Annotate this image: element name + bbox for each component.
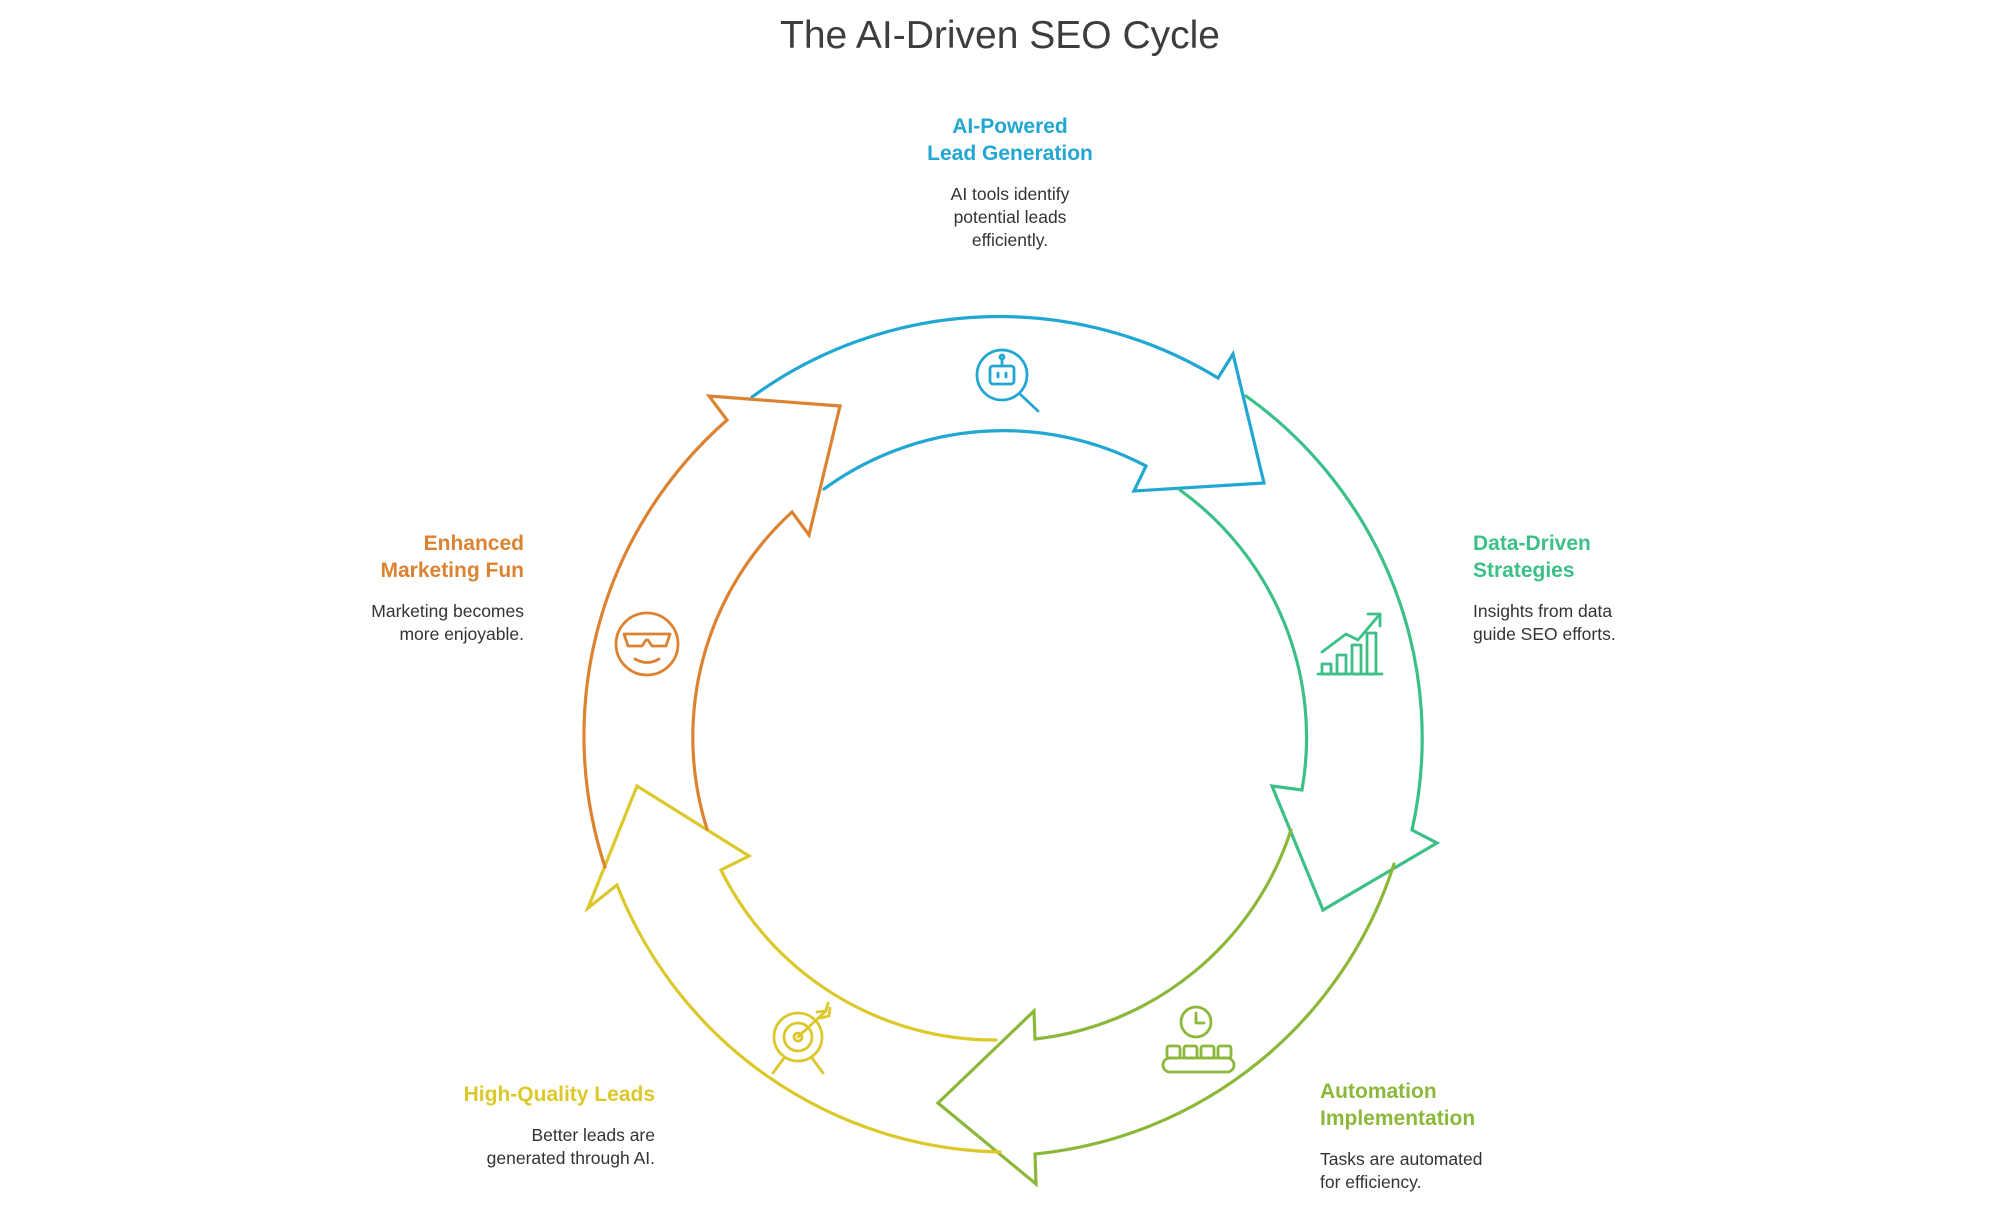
stage-desc-marketing-fun: Marketing becomes more enjoyable. [371, 601, 524, 644]
stage-title-automation: Automation Implementation [1320, 1080, 1476, 1130]
stage-desc-automation: Tasks are automated for efficiency. [1320, 1149, 1483, 1192]
growth-chart-icon [1316, 612, 1384, 676]
stage-high-quality: High-Quality Leads Better leads are gene… [430, 1081, 655, 1170]
page-title: The AI-Driven SEO Cycle [780, 14, 1220, 57]
stage-desc-data-driven: Insights from data guide SEO efforts. [1473, 601, 1616, 644]
cycle-arrow-high-quality [584, 783, 1002, 1154]
stage-data-driven: Data-Driven Strategies Insights from dat… [1473, 530, 1653, 646]
stage-title-ai-lead: AI-Powered Lead Generation [927, 115, 1093, 165]
stage-desc-ai-lead: AI tools identify potential leads effici… [950, 184, 1070, 250]
robot-search-icon [975, 348, 1040, 413]
cycle-arrow-ai-lead [750, 315, 1267, 493]
sunglasses-face-icon [614, 611, 680, 677]
stage-ai-lead: AI-Powered Lead Generation AI tools iden… [870, 113, 1150, 252]
conveyor-clock-icon [1161, 1005, 1236, 1074]
cycle-arrow-automation [935, 828, 1396, 1188]
stage-title-marketing-fun: Enhanced Marketing Fun [380, 532, 524, 582]
stage-title-data-driven: Data-Driven Strategies [1473, 532, 1591, 582]
cycle-arrow-data-driven [1178, 394, 1441, 913]
stage-automation: Automation Implementation Tasks are auto… [1320, 1078, 1550, 1194]
cycle-arrow-marketing-fun [582, 394, 842, 869]
stage-desc-high-quality: Better leads are generated through AI. [486, 1125, 655, 1168]
stage-marketing-fun: Enhanced Marketing Fun Marketing becomes… [330, 530, 524, 646]
target-arrow-icon [771, 1001, 832, 1075]
stage-title-high-quality: High-Quality Leads [463, 1083, 655, 1106]
